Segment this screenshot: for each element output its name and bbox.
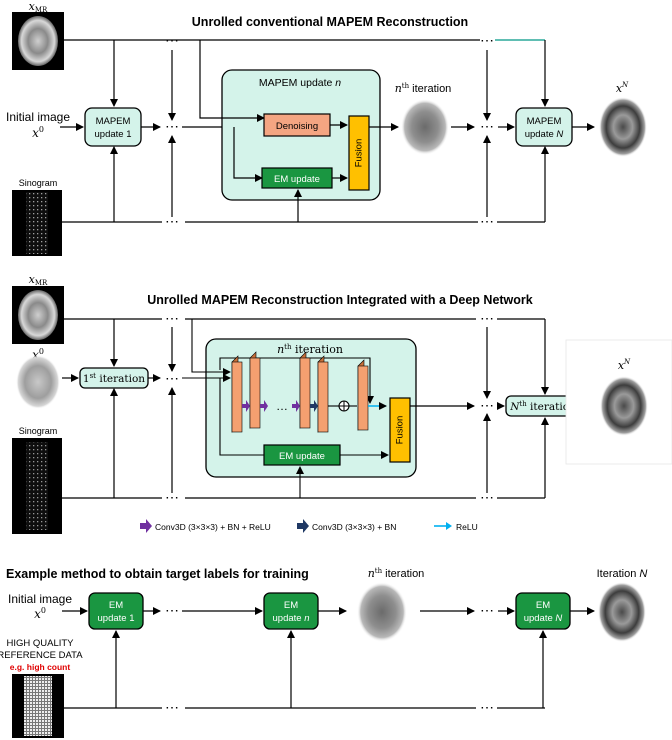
svg-text:update N: update N xyxy=(525,129,564,140)
svg-text:⋯: ⋯ xyxy=(165,602,179,618)
svg-text:EM: EM xyxy=(536,600,550,611)
svg-text:⋯: ⋯ xyxy=(480,310,494,326)
initial-image-label: Initial image xyxy=(6,110,70,124)
dots: ⋯ xyxy=(165,32,179,48)
svg-text:⋯: ⋯ xyxy=(480,118,494,134)
xmr-label: xMR xyxy=(29,0,48,14)
xmr-label: xMR xyxy=(29,273,48,287)
svg-text:update 1: update 1 xyxy=(98,613,135,624)
svg-text:update n: update n xyxy=(273,613,310,624)
legend-icon-2 xyxy=(297,519,309,533)
panel3-title: Example method to obtain target labels f… xyxy=(6,567,309,581)
mapem-update-1-box xyxy=(84,107,142,147)
svg-text:⋯: ⋯ xyxy=(480,397,494,413)
svg-text:Fusion: Fusion xyxy=(354,139,365,168)
hq-label-2: REFERENCE DATA xyxy=(0,650,83,661)
fusion-box xyxy=(348,115,370,191)
xN-image xyxy=(599,97,647,157)
mapem-update-n-title: MAPEM update n xyxy=(259,77,341,89)
svg-text:⋯: ⋯ xyxy=(480,602,494,618)
conv-blocks xyxy=(231,351,369,433)
panel-2: Unrolled MAPEM Reconstruction Integrated… xyxy=(12,273,672,534)
svg-text:⋯: ⋯ xyxy=(165,489,179,505)
svg-text:⋯: ⋯ xyxy=(480,489,494,505)
panel1-title: Unrolled conventional MAPEM Reconstructi… xyxy=(192,15,468,29)
conv-bn-arrow xyxy=(310,400,318,412)
mapem-update-N-box xyxy=(515,107,573,147)
svg-text:MAPEM: MAPEM xyxy=(96,116,131,127)
sinogram-label: Sinogram xyxy=(19,426,58,436)
svg-text:EM: EM xyxy=(109,600,123,611)
svg-text:Nth iteration: Nth iteration xyxy=(509,400,576,413)
conv-bn-relu-arrow xyxy=(242,400,250,412)
svg-text:EM: EM xyxy=(284,600,298,611)
legend-item-1: Conv3D (3×3×3) + BN + ReLU xyxy=(155,522,271,532)
xN-label: xN xyxy=(616,81,629,95)
svg-text:nth iteration: nth iteration xyxy=(277,343,343,356)
eg-label: e.g. high count xyxy=(10,662,71,672)
panel-1: Unrolled conventional MAPEM Reconstructi… xyxy=(6,0,647,256)
x0-label: x0 xyxy=(34,606,46,621)
svg-text:Denoising: Denoising xyxy=(276,121,318,132)
nth-iteration-image xyxy=(401,99,449,155)
dots: ⋯ xyxy=(165,213,179,229)
x0-label: x0 xyxy=(32,347,44,362)
panel-3: Example method to obtain target labels f… xyxy=(0,567,647,738)
svg-text:update 1: update 1 xyxy=(95,129,132,140)
legend-item-3: ReLU xyxy=(456,522,478,532)
svg-text:⋯: ⋯ xyxy=(165,699,179,715)
svg-text:…: … xyxy=(276,399,288,413)
x0-image xyxy=(16,355,60,409)
panel2-title: Unrolled MAPEM Reconstruction Integrated… xyxy=(147,293,533,307)
initial-image-label: Initial image xyxy=(8,592,72,606)
xN-label: xN xyxy=(618,358,631,372)
svg-text:⋯: ⋯ xyxy=(480,213,494,229)
mr-brain xyxy=(18,16,58,66)
svg-text:EM update: EM update xyxy=(279,451,325,462)
nth-iteration-label: nth iteration xyxy=(368,567,425,580)
svg-text:EM update: EM update xyxy=(274,174,320,185)
svg-text:⋯: ⋯ xyxy=(165,310,179,326)
legend: Conv3D (3×3×3) + BN + ReLU Conv3D (3×3×3… xyxy=(140,519,478,533)
svg-text:⋯: ⋯ xyxy=(165,370,179,386)
x0-label: x0 xyxy=(32,125,44,140)
svg-text:MAPEM: MAPEM xyxy=(527,116,562,127)
svg-text:1st iteration: 1st iteration xyxy=(83,372,145,385)
dots: ⋯ xyxy=(165,118,179,134)
fusion-box xyxy=(389,397,411,463)
nth-iteration-label: nth iteration xyxy=(395,82,452,95)
svg-text:Fusion: Fusion xyxy=(395,416,406,445)
nth-iteration-image xyxy=(357,582,407,642)
legend-icon-1 xyxy=(140,519,152,533)
sinogram-label: Sinogram xyxy=(19,178,58,188)
iteration-N-label: Iteration N xyxy=(597,568,648,580)
svg-text:update N: update N xyxy=(524,613,563,624)
legend-item-2: Conv3D (3×3×3) + BN xyxy=(312,522,396,532)
svg-text:⋯: ⋯ xyxy=(480,32,494,48)
svg-text:⋯: ⋯ xyxy=(480,699,494,715)
iteration-N-image xyxy=(598,582,646,642)
hq-label-1: HIGH QUALITY xyxy=(6,638,74,649)
xN-image xyxy=(600,376,648,436)
